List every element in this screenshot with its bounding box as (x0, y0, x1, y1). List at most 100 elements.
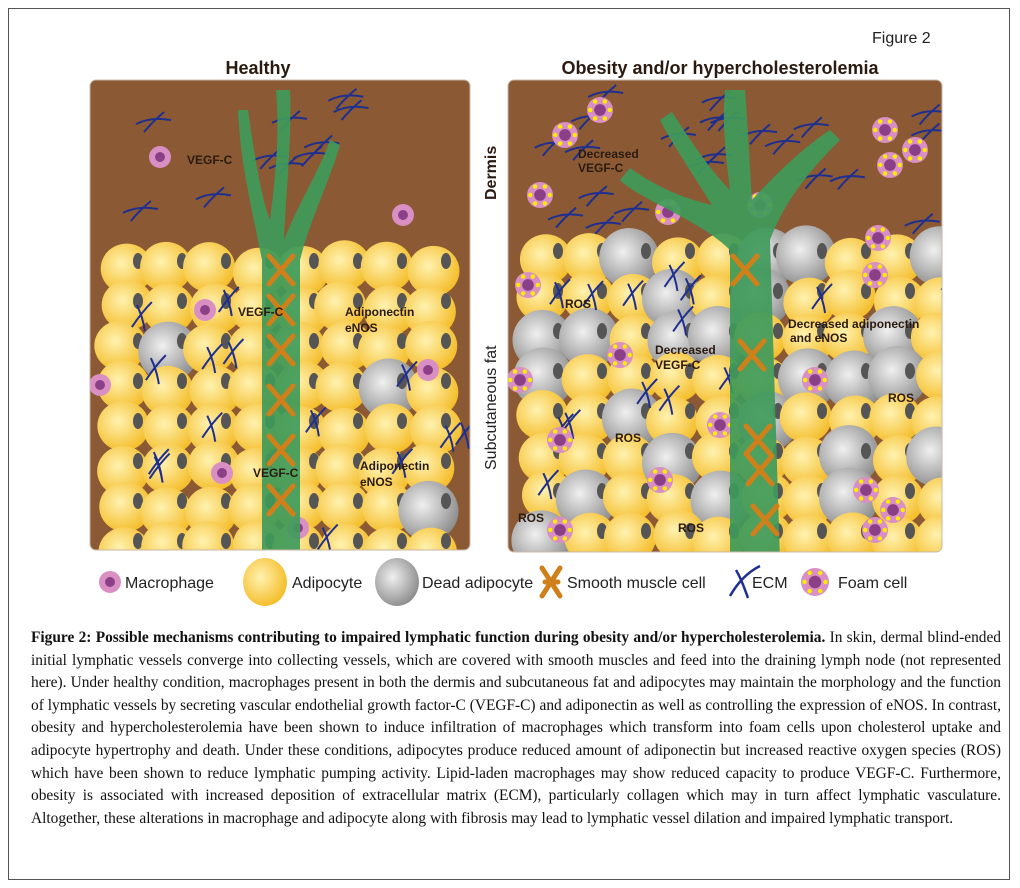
adipocyte (101, 280, 154, 331)
lipid-droplet (922, 147, 927, 153)
nucleus (554, 434, 566, 446)
adipocyte (915, 514, 942, 552)
lipid-droplet (892, 127, 897, 133)
lipid-droplet (712, 414, 718, 419)
adipocyte-nucleus (353, 413, 363, 429)
label-vegf-c: VEGF-C (253, 466, 299, 480)
subcutaneous-fat-label: Subcutaneous fat (483, 345, 500, 470)
lipid-droplet (532, 184, 538, 189)
adipocyte-nucleus (553, 363, 563, 379)
adipocyte (558, 433, 611, 484)
lipid-droplet (602, 99, 608, 104)
legend-dead-adipocyte: Dead adipocyte (422, 575, 533, 592)
adipocyte (314, 281, 367, 332)
nucleus (200, 305, 210, 315)
lipid-droplet (652, 486, 658, 491)
lipid-droplet (608, 352, 613, 358)
lipid-droplet (877, 119, 883, 124)
adipocyte-nucleus (905, 283, 915, 299)
adipocyte-nucleus (861, 443, 871, 459)
adipocyte-nucleus (817, 243, 827, 259)
adipocyte-nucleus (221, 333, 231, 349)
lipid-droplet (866, 235, 871, 241)
lipid-droplet (508, 377, 513, 383)
adipocyte-nucleus (353, 533, 363, 549)
lipid-droplet (588, 107, 593, 113)
adipocyte-nucleus (441, 533, 451, 549)
label-vegf-c: VEGF-C (187, 153, 233, 167)
legend-macrophage: Macrophage (125, 575, 214, 592)
ecm-fiber (764, 133, 801, 155)
lipid-droplet (547, 192, 552, 198)
adipocyte-nucleus (397, 253, 407, 269)
ecm-fiber (222, 338, 245, 369)
lipid-droplet (807, 588, 812, 594)
label-and-enos: and eNOS (790, 331, 847, 345)
lipid-droplet (882, 154, 888, 159)
lipid-droplet (660, 218, 666, 223)
nucleus (808, 575, 822, 589)
ecm-fiber (327, 87, 364, 110)
ecm-fiber (622, 280, 644, 310)
adipocyte-nucleus (397, 293, 407, 309)
adipocyte-nucleus (309, 493, 319, 509)
ecm-fiber (391, 448, 414, 478)
lipid-droplet (520, 291, 526, 296)
adipocyte (315, 362, 368, 413)
ecm-fiber (537, 469, 560, 500)
lipid-droplet (562, 519, 568, 524)
lipid-droplet (567, 527, 572, 533)
lipid-droplet (878, 162, 883, 168)
ecm-fiber (564, 139, 601, 161)
legend-smooth-muscle-cell: Smooth muscle cell (567, 575, 706, 592)
nucleus (809, 374, 821, 386)
lipid-droplet (516, 282, 521, 288)
lipid-droplet (612, 361, 618, 366)
dead-adipocyte (819, 425, 880, 486)
lipid-droplet (877, 536, 883, 541)
healthy-panel (90, 80, 470, 550)
disease-panel (508, 80, 942, 552)
lipid-droplet (877, 281, 883, 286)
ecm-icon (728, 564, 761, 599)
lipid-droplet (662, 469, 668, 474)
lipid-droplet (887, 119, 893, 124)
nucleus (514, 374, 526, 386)
adipocyte-nucleus (353, 493, 363, 509)
nucleus (155, 152, 165, 162)
ecm-fiber (316, 523, 339, 550)
adipocyte-nucleus (309, 333, 319, 349)
adipocyte-nucleus (221, 253, 231, 269)
lipid-droplet (656, 209, 661, 215)
ecm-fiber (145, 354, 167, 385)
lipid-droplet (542, 201, 548, 206)
lipid-droplet (917, 139, 923, 144)
smooth-muscle-cells (730, 253, 780, 537)
adipocyte-nucleus (177, 373, 187, 389)
lipid-droplet (542, 184, 548, 189)
adipocyte (823, 270, 876, 321)
nucleus (869, 269, 881, 281)
lipid-droplet (567, 124, 573, 129)
adipocyte-nucleus (641, 243, 651, 259)
lipid-droplet (567, 141, 573, 146)
nucleus (614, 349, 626, 361)
lipid-droplet (612, 344, 618, 349)
dead-adipocyte (909, 226, 942, 287)
dead-adipocyte (358, 358, 419, 419)
lipid-droplet (807, 386, 813, 391)
adipocyte-nucleus (553, 403, 563, 419)
nucleus (554, 524, 566, 536)
lipid-droplet (535, 282, 540, 288)
label-vegf-c: VEGF-C (655, 358, 701, 372)
lipid-droplet (562, 446, 568, 451)
adipocyte-nucleus (133, 413, 143, 429)
adipocyte (140, 241, 193, 292)
adipocyte-nucleus (177, 453, 187, 469)
lipid-droplet (712, 431, 718, 436)
adipocyte-nucleus (221, 413, 231, 429)
lipid-droplet (622, 361, 628, 366)
nucleus (398, 210, 408, 220)
lipid-droplet (868, 479, 874, 484)
lipid-droplet (885, 499, 891, 504)
